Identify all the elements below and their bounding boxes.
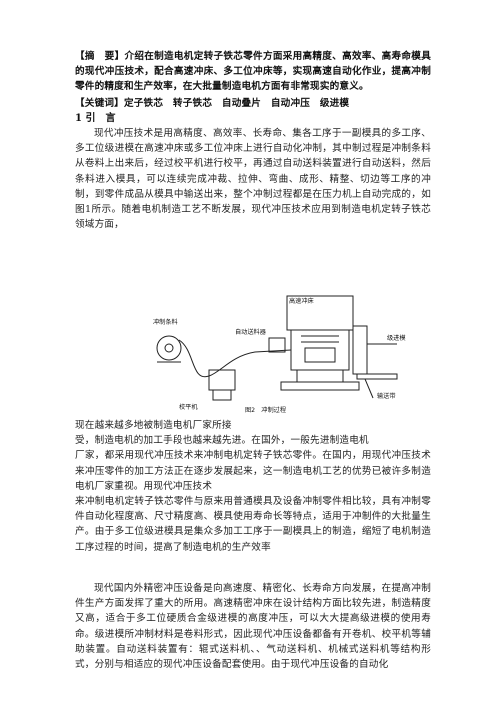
para-line: 来冲制电机定转子铁芯零件与原来用普通模具及设备冲制零件相比较，具有冲制零件自动化… — [75, 496, 431, 553]
die-label: 级进模 — [387, 334, 406, 342]
para-line: 厂家，都采用现代冲压技术来冲制电机定转子铁芯零件。在国内，用现代冲压技术来冲压零… — [75, 450, 431, 492]
leveler-label: 校平机 — [179, 403, 198, 411]
final-paragraph: 现代国内外精密冲压设备是向高速度、精密化、长寿命方向发展，在提高冲制件生产方面发… — [75, 583, 431, 671]
stamping-process-figure: 高速冲床 自动送料器 级进模 冲制条料 校平机 输送带 图2 冲制过程 — [151, 290, 431, 414]
section-heading: 1 引 言 — [75, 113, 116, 124]
conveyor-label: 输送带 — [377, 392, 396, 400]
feeder-label: 自动送料器 — [235, 328, 267, 336]
press-label: 高速冲床 — [289, 297, 314, 305]
intro-paragraph: 现代冲压技术是用高精度、高效率、长寿命、集各工序于一副模具的多工序、多工位级进模… — [75, 128, 431, 231]
body-paragraph: 现在越来越多地被制造电机厂家所接 受，制造电机的加工手段也越来越先进。在国外，一… — [75, 418, 431, 555]
para-line: 现在越来越多地被制造电机厂家所接 — [75, 420, 232, 431]
stamping-process-diagram: 高速冲床 自动送料器 级进模 冲制条料 校平机 输送带 图2 冲制过程 — [153, 295, 406, 414]
abstract: 【摘 要】介绍在制造电机定转子铁芯零件方面采用高精度、高效率、高寿命模具的现代冲… — [75, 51, 431, 93]
keywords: 【关键词】定子铁芯 转子铁芯 自动叠片 自动冲压 级进模 — [75, 98, 350, 109]
coil-label: 冲制条料 — [153, 318, 178, 326]
figure-caption: 图2 冲制过程 — [245, 406, 286, 414]
para-line: 受，制造电机的加工手段也越来越先进。在国外，一般先进制造电机 — [75, 435, 369, 447]
